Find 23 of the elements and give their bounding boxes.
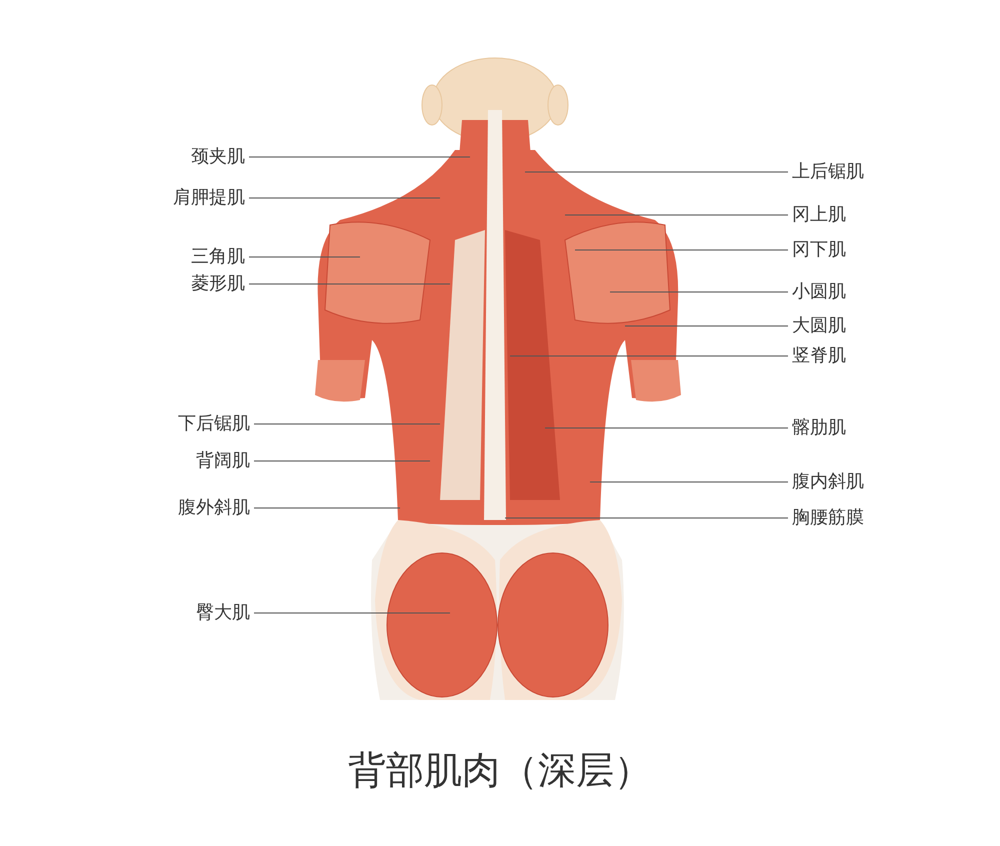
muscle-label: 髂肋肌: [792, 417, 846, 439]
muscle-label: 颈夹肌: [191, 146, 245, 168]
muscle-label: 上后锯肌: [792, 161, 864, 183]
muscle-label: 冈上肌: [792, 204, 846, 226]
muscle-label: 臀大肌: [196, 602, 250, 624]
leader-line: [248, 156, 470, 158]
muscle-label: 背阔肌: [196, 450, 250, 472]
muscle-label: 胸腰筋膜: [792, 507, 864, 529]
muscle-label: 三角肌: [191, 246, 245, 268]
leader-line: [564, 214, 788, 216]
muscle-label: 腹外斜肌: [178, 497, 250, 519]
muscle-label: 菱形肌: [191, 273, 245, 295]
muscle-label: 大圆肌: [792, 315, 846, 337]
muscle-label: 小圆肌: [792, 281, 846, 303]
leader-line: [248, 256, 360, 258]
leader-line: [254, 460, 430, 462]
muscle-label: 下后锯肌: [178, 413, 250, 435]
leader-line: [254, 612, 450, 614]
muscle-label: 肩胛提肌: [173, 187, 245, 209]
muscle-label: 竖脊肌: [792, 345, 846, 367]
title: 背部肌肉（深层）: [347, 747, 653, 794]
muscle-label: 冈下肌: [792, 239, 846, 261]
muscle-label: 腹内斜肌: [792, 471, 864, 493]
